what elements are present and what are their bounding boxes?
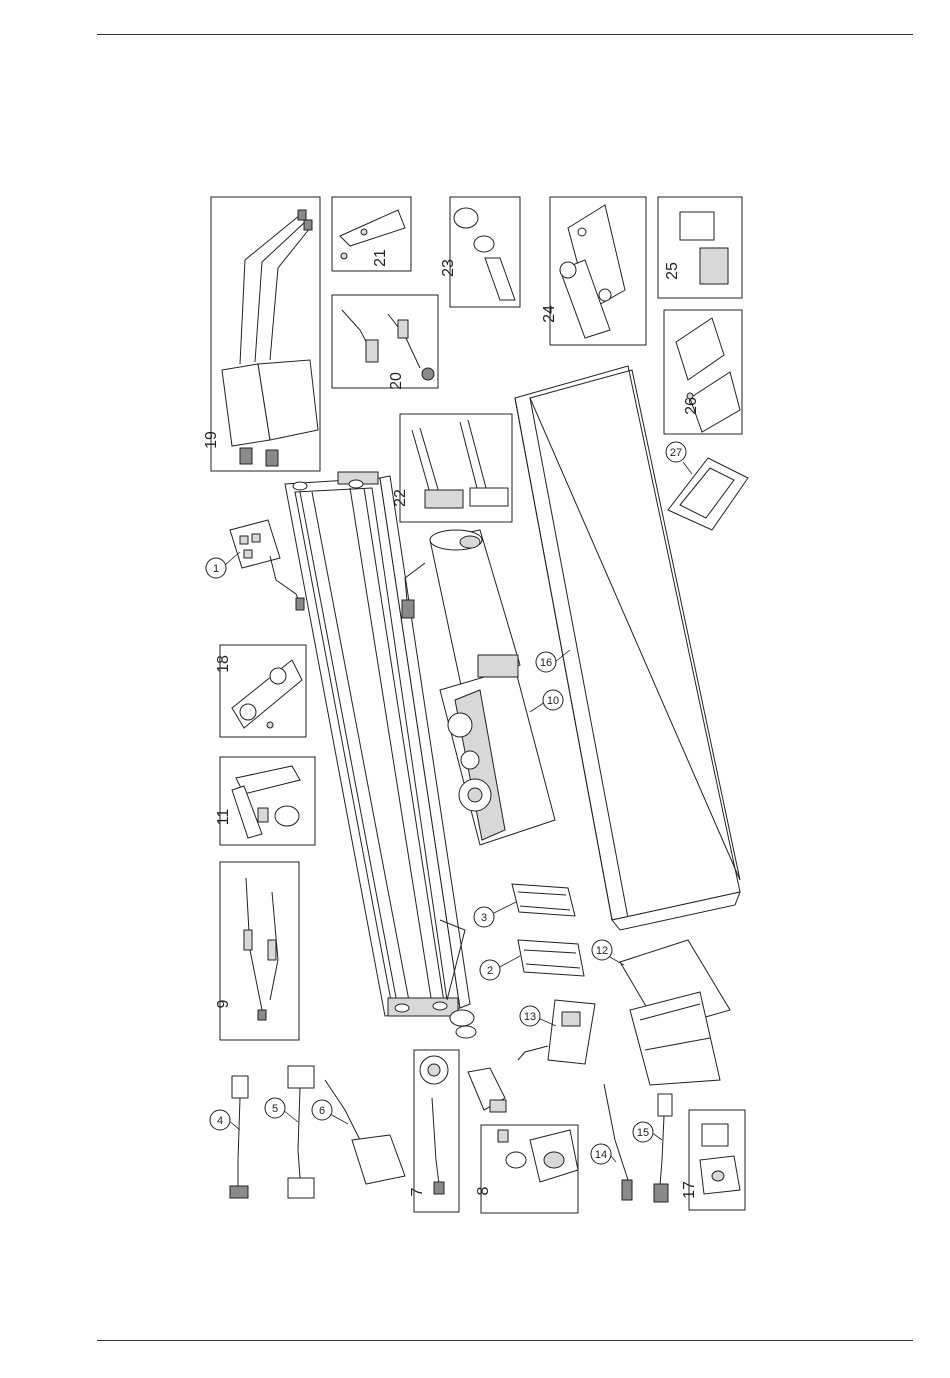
label-17: 17 [681,1181,698,1199]
kit-23-box [450,197,520,307]
label-20: 20 [388,372,405,390]
kit-25-box [658,197,742,298]
kit-18-box [220,645,306,737]
callout-2: 2 [487,965,493,977]
callout-1: 1 [213,563,219,575]
label-19: 19 [203,431,220,449]
cable-15 [654,1094,672,1202]
kit-22-box [400,414,512,522]
callout-13: 13 [524,1011,536,1023]
label-8: 8 [475,1186,492,1195]
power-supply [620,940,730,1085]
callout-10: 10 [547,695,559,707]
callout-5: 5 [272,1103,278,1115]
callout-4: 4 [217,1115,223,1127]
kit-20-box [332,295,438,388]
label-7: 7 [409,1187,426,1196]
cable-5 [288,1066,314,1198]
callout-27: 27 [670,447,682,459]
label-25: 25 [664,262,681,280]
callout-12: 12 [596,945,608,957]
callout-16: 16 [540,657,552,669]
kit-27-part [668,458,748,530]
label-11: 11 [215,809,232,826]
cover [515,366,740,930]
label-23: 23 [440,259,457,277]
label-9: 9 [215,999,232,1008]
kit-24-box [550,197,646,345]
label-26: 26 [683,397,700,415]
callout-15: 15 [637,1127,649,1139]
label-21: 21 [372,249,389,267]
kit-9-box [220,862,299,1040]
callout-6: 6 [319,1105,325,1117]
label-22: 22 [392,489,409,507]
callout-14: 14 [595,1149,607,1161]
kit-11-box [220,757,315,845]
battery [230,520,304,610]
label-24: 24 [541,305,558,323]
callout-3: 3 [481,912,487,924]
cable-14 [604,1084,632,1200]
kit-19-box [211,197,320,471]
kit-26-box [664,310,742,434]
label-18: 18 [215,655,232,673]
cable-6 [325,1080,405,1184]
cable-4 [230,1076,248,1198]
kit-8-box [481,1125,578,1213]
control-boards [512,884,584,976]
